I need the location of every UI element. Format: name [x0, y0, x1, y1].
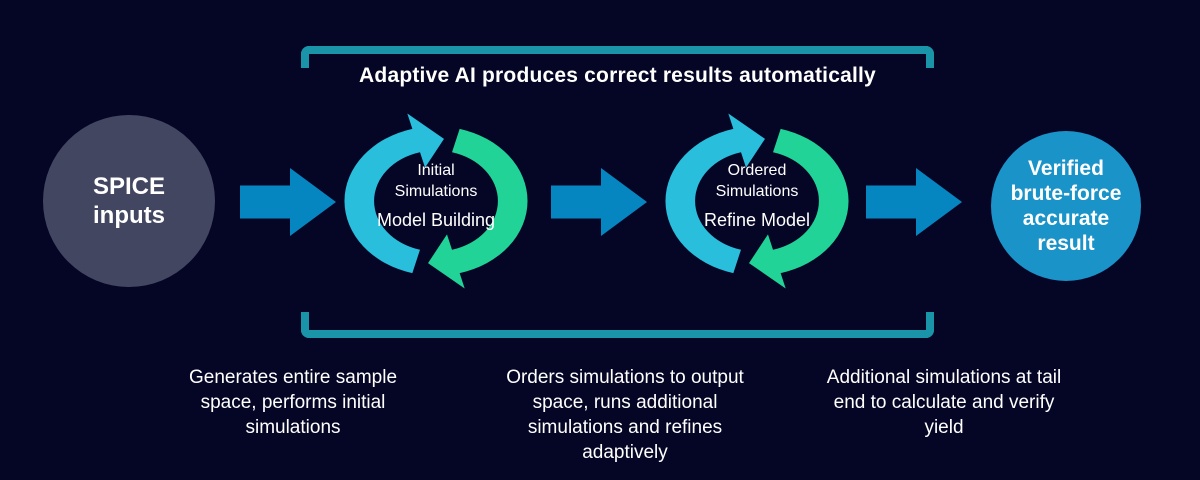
- cycle-arrows-icon: [637, 103, 877, 299]
- bottom-bracket: [301, 312, 934, 338]
- cycle2-label: Ordered Simulations Refine Model: [703, 162, 811, 230]
- arrow-right-icon: [551, 168, 647, 236]
- arrow-right-icon: [240, 168, 336, 236]
- verified-result-label: Verified brute-force accurate result: [1010, 157, 1122, 255]
- spice-inputs-label: SPICE inputs: [92, 173, 166, 229]
- caption-ordered-simulations: Orders simulations to output space, runs…: [506, 367, 744, 463]
- diagram-title: Adaptive AI produces correct results aut…: [359, 64, 876, 87]
- spice-inputs-node: SPICE inputs: [43, 115, 215, 287]
- top-bracket: [301, 46, 934, 68]
- cycle-arrows-icon: [316, 103, 556, 299]
- arrow-right-icon: [866, 168, 962, 236]
- verified-result-node: Verified brute-force accurate result: [991, 131, 1141, 281]
- caption-verify-yield: Additional simulations at tail end to ca…: [826, 367, 1062, 438]
- caption-initial-simulations: Generates entire sample space, performs …: [188, 367, 398, 438]
- cycle1-label: Initial Simulations Model Building: [376, 162, 496, 230]
